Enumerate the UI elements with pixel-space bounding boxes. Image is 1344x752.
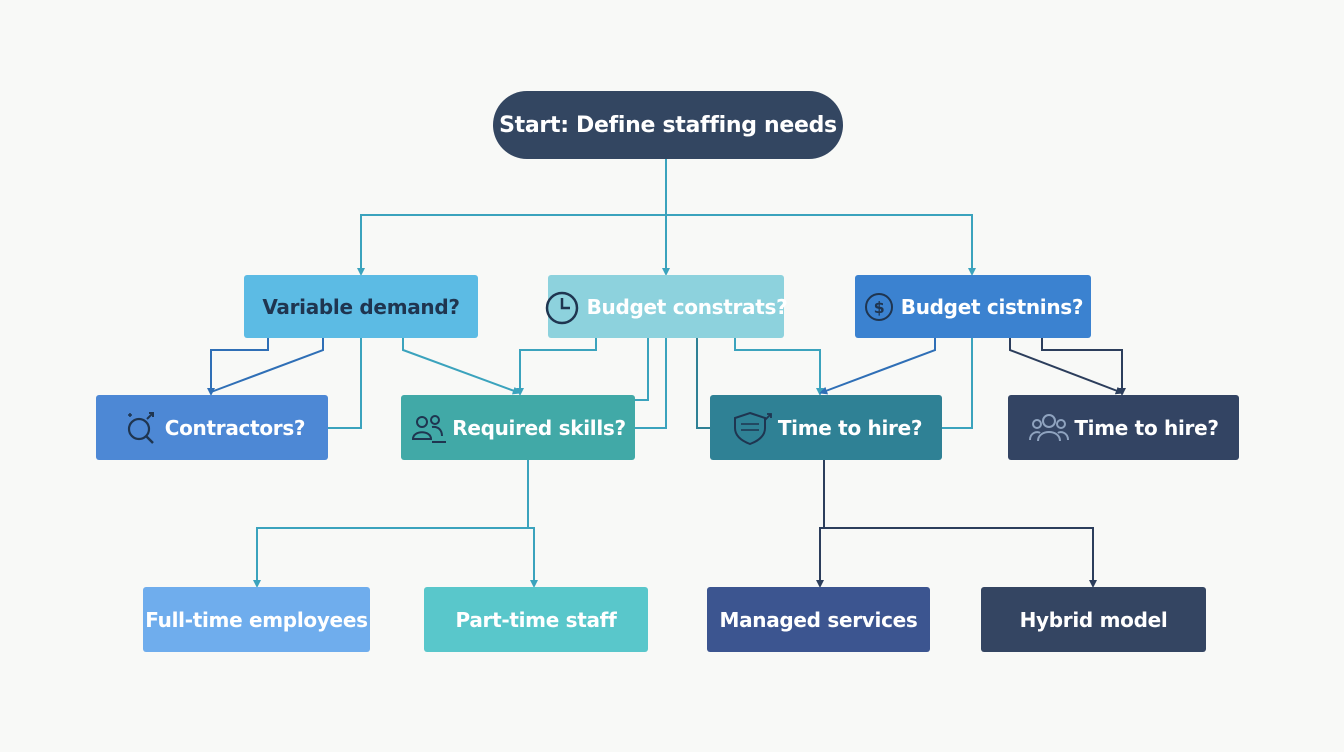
budget-constraints-node-1[interactable]: Budget constrats? (545, 275, 788, 338)
edge-hire-managed (816, 527, 824, 588)
start-label: Start: Define staffing needs (499, 112, 837, 138)
edge-budget1-hire1-b (734, 338, 824, 396)
edge-skills-parttime (528, 527, 538, 588)
budget-constraints-label-1: Budget constrats? (586, 294, 788, 319)
start-node[interactable]: Start: Define staffing needs (493, 91, 843, 159)
edge-hire-hybrid (824, 527, 1097, 588)
shield-icon (730, 410, 774, 446)
part-time-staff-label: Part-time staff (455, 607, 617, 632)
full-time-employees-label: Full-time employees (145, 607, 368, 632)
svg-text:$: $ (873, 298, 884, 317)
hybrid-model-node[interactable]: Hybrid model (981, 587, 1206, 652)
managed-services-node[interactable]: Managed services (707, 587, 930, 652)
budget-constraints-node-2[interactable]: $ Budget cistnins? (855, 275, 1091, 338)
variable-demand-node[interactable]: Variable demand? (244, 275, 478, 338)
edge-budget1-skills-c (635, 338, 667, 429)
dollar-badge-icon: $ (863, 290, 897, 324)
edge-variable-contractors-a (207, 338, 269, 396)
managed-services-label: Managed services (719, 607, 918, 632)
edge-variable-skills (402, 338, 521, 395)
edge-budget1-skills-b (635, 338, 649, 401)
time-to-hire-node-1[interactable]: Time to hire? (710, 395, 942, 460)
time-to-hire-label-2: Time to hire? (1074, 415, 1219, 440)
edge-start-budget2 (666, 214, 976, 276)
contractors-label: Contractors? (164, 415, 306, 440)
required-skills-node[interactable]: Required skills? (401, 395, 635, 460)
budget-constraints-label-2: Budget cistnins? (900, 294, 1084, 319)
edge-variable-contractors-c (328, 338, 362, 429)
part-time-staff-node[interactable]: Part-time staff (424, 587, 648, 652)
contractors-node[interactable]: Contractors? (96, 395, 328, 460)
people-icon (410, 411, 448, 445)
edge-start-variable (357, 214, 666, 276)
edge-skills-fulltime (253, 527, 528, 588)
variable-demand-label: Variable demand? (262, 294, 460, 319)
edge-budget1-skills (516, 338, 597, 396)
time-to-hire-node-2[interactable]: Time to hire? (1008, 395, 1239, 460)
edge-budget2-hire1 (819, 338, 936, 395)
required-skills-label: Required skills? (452, 415, 626, 440)
clock-icon (545, 288, 583, 326)
time-to-hire-label-1: Time to hire? (777, 415, 923, 440)
search-person-icon (119, 407, 161, 449)
edge-budget1-hire1 (696, 338, 710, 429)
edge-budget2-hire2-b (1041, 338, 1126, 396)
group-icon (1028, 410, 1070, 446)
edge-budget2-hire1-b (942, 338, 973, 429)
edge-variable-contractors-b (210, 338, 324, 393)
hybrid-model-label: Hybrid model (1019, 607, 1168, 632)
edge-budget2-hire2-a (1009, 338, 1124, 395)
full-time-employees-node[interactable]: Full-time employees (143, 587, 370, 652)
